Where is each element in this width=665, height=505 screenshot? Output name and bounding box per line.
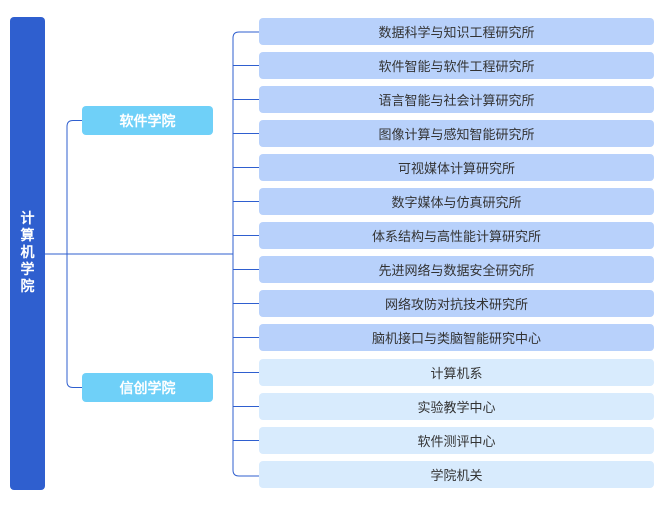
- unit-node-2: 软件智能与软件工程研究所: [259, 52, 654, 79]
- school-node-xinchuang: 信创学院: [82, 373, 213, 402]
- unit-node-1: 数据科学与知识工程研究所: [259, 18, 654, 45]
- unit-node-4: 图像计算与感知智能研究所: [259, 120, 654, 147]
- unit-node-14: 学院机关: [259, 461, 654, 488]
- unit-node-12: 实验教学中心: [259, 393, 654, 420]
- root-label: 计算机学院: [20, 211, 35, 295]
- unit-node-13: 软件测评中心: [259, 427, 654, 454]
- unit-node-6: 数字媒体与仿真研究所: [259, 188, 654, 215]
- unit-node-10: 脑机接口与类脑智能研究中心: [259, 324, 654, 351]
- school-node-software: 软件学院: [82, 106, 213, 135]
- unit-spine: [232, 31, 259, 477]
- unit-node-8: 先进网络与数据安全研究所: [259, 256, 654, 283]
- unit-node-9: 网络攻防对抗技术研究所: [259, 290, 654, 317]
- school-bracket: [66, 120, 82, 388]
- unit-node-11: 计算机系: [259, 359, 654, 386]
- unit-node-5: 可视媒体计算研究所: [259, 154, 654, 181]
- unit-node-7: 体系结构与高性能计算研究所: [259, 222, 654, 249]
- root-node-computer-college: 计算机学院: [10, 17, 45, 490]
- unit-node-3: 语言智能与社会计算研究所: [259, 86, 654, 113]
